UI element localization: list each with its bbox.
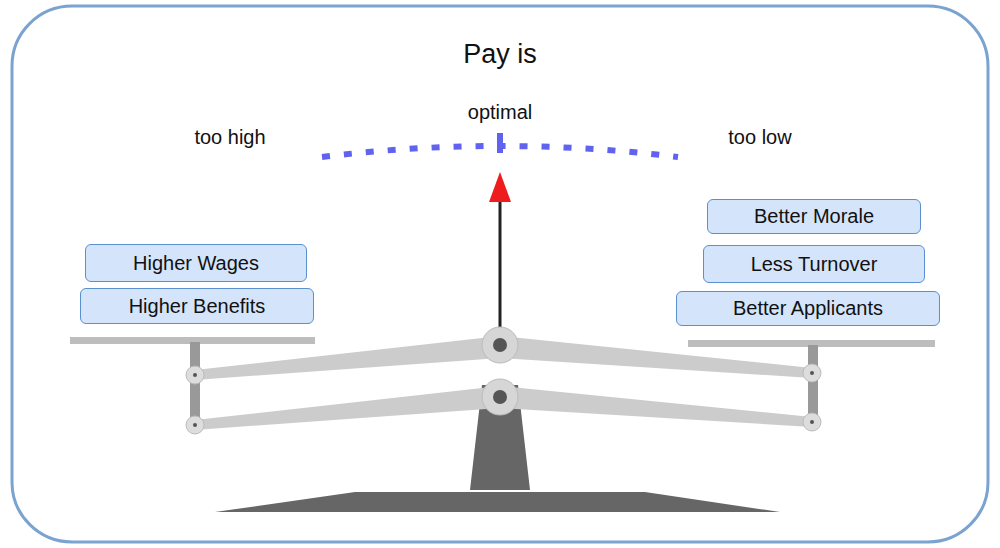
diagram-title: Pay is	[463, 39, 537, 70]
factor-box: Higher Wages	[85, 244, 307, 282]
scale-label: too low	[728, 126, 791, 149]
joint-dot	[810, 420, 814, 424]
pivot	[482, 379, 518, 415]
frame	[12, 6, 988, 542]
factor-box: Better Applicants	[676, 291, 940, 326]
scale-label: optimal	[468, 101, 532, 124]
factor-box: Less Turnover	[703, 245, 925, 283]
joint-dot	[193, 373, 197, 377]
factor-text: Better Morale	[754, 205, 874, 228]
pivot-dot	[493, 338, 507, 352]
scale-label: too high	[194, 126, 265, 149]
factor-text: Better Applicants	[733, 297, 883, 320]
joint	[186, 366, 204, 384]
joint	[803, 413, 821, 431]
scale-base	[215, 492, 780, 512]
pivot-dot	[493, 390, 507, 404]
joint-dot	[193, 423, 197, 427]
joint	[803, 364, 821, 382]
factor-text: Higher Wages	[133, 252, 259, 275]
joint-dot	[810, 371, 814, 375]
pivot	[482, 327, 518, 363]
factor-text: Less Turnover	[751, 253, 878, 276]
pointer-line	[499, 198, 502, 345]
optimal-tick	[497, 133, 503, 153]
factor-box: Better Morale	[707, 199, 921, 234]
joint	[186, 416, 204, 434]
factor-text: Higher Benefits	[129, 295, 266, 318]
right-post	[808, 345, 818, 423]
pointer-arrowhead	[489, 172, 511, 202]
factor-box: Higher Benefits	[80, 288, 314, 324]
